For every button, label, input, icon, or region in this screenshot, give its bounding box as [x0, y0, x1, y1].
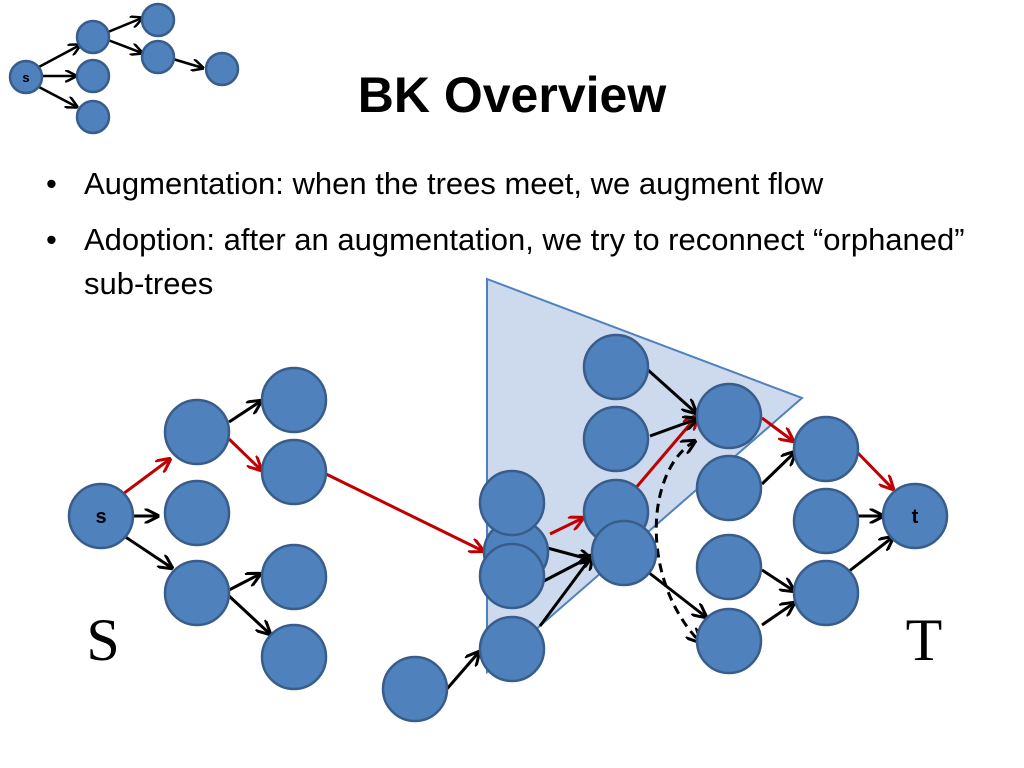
mini-edge — [36, 45, 80, 70]
node — [590, 519, 658, 587]
tree-edge — [646, 368, 696, 413]
mini-node — [75, 19, 111, 55]
bullet-adoption: Adoption: after an augmentation, we try … — [40, 218, 1000, 306]
node — [582, 333, 650, 401]
tree-edge — [228, 574, 260, 592]
node — [695, 454, 763, 522]
sink-label: t — [912, 506, 919, 528]
node — [792, 415, 860, 483]
node — [260, 438, 328, 506]
path-edge — [854, 449, 893, 489]
node-sink — [881, 482, 949, 550]
mini-tree: s — [8, 2, 240, 135]
mini-node — [75, 58, 111, 94]
mini-edge — [172, 57, 203, 68]
path-edge — [227, 437, 261, 470]
adoption-dashed-edge — [654, 441, 700, 642]
source-label: s — [95, 506, 106, 528]
node — [163, 559, 231, 627]
sink-tree: t — [695, 382, 949, 675]
node — [260, 366, 328, 434]
node — [260, 623, 328, 691]
node — [792, 559, 860, 627]
node — [695, 607, 763, 675]
node — [478, 469, 546, 537]
mini-node-source — [8, 59, 44, 95]
mini-node — [75, 99, 111, 135]
mini-edge — [107, 38, 142, 53]
mini-edge — [107, 18, 142, 34]
tree-edge — [761, 568, 794, 591]
source-tree-label: S — [86, 607, 119, 673]
bullet-list: Augmentation: when the trees meet, we au… — [40, 162, 1000, 318]
node — [695, 533, 763, 601]
tree-edge — [847, 537, 893, 574]
tree-edge — [227, 594, 270, 634]
mini-node — [140, 39, 176, 75]
node — [792, 487, 860, 555]
tree-edge — [761, 603, 794, 627]
node — [381, 655, 449, 723]
tree-edge — [228, 401, 261, 424]
path-edge — [549, 518, 583, 536]
tree-edge — [760, 452, 795, 486]
mini-node — [204, 51, 240, 87]
node — [582, 405, 650, 473]
node — [695, 382, 763, 450]
node — [478, 615, 546, 683]
path-edge — [761, 416, 793, 441]
tree-edge — [444, 652, 479, 691]
tree-edge — [649, 419, 697, 438]
source-tree: s — [67, 366, 483, 691]
orphan-subtrees — [381, 333, 706, 723]
node — [163, 398, 231, 466]
node — [260, 543, 328, 611]
slide-title: BK Overview — [357, 67, 667, 123]
node — [163, 479, 231, 547]
path-edge — [325, 472, 483, 551]
node — [478, 542, 546, 610]
path-edge — [122, 459, 170, 496]
sink-tree-label: T — [906, 607, 943, 673]
mini-source-label: s — [22, 70, 29, 85]
tree-edge — [123, 534, 172, 568]
mini-edge — [36, 84, 77, 107]
mini-node — [140, 2, 176, 38]
node-source — [67, 482, 135, 550]
bullet-augmentation: Augmentation: when the trees meet, we au… — [40, 162, 1000, 206]
